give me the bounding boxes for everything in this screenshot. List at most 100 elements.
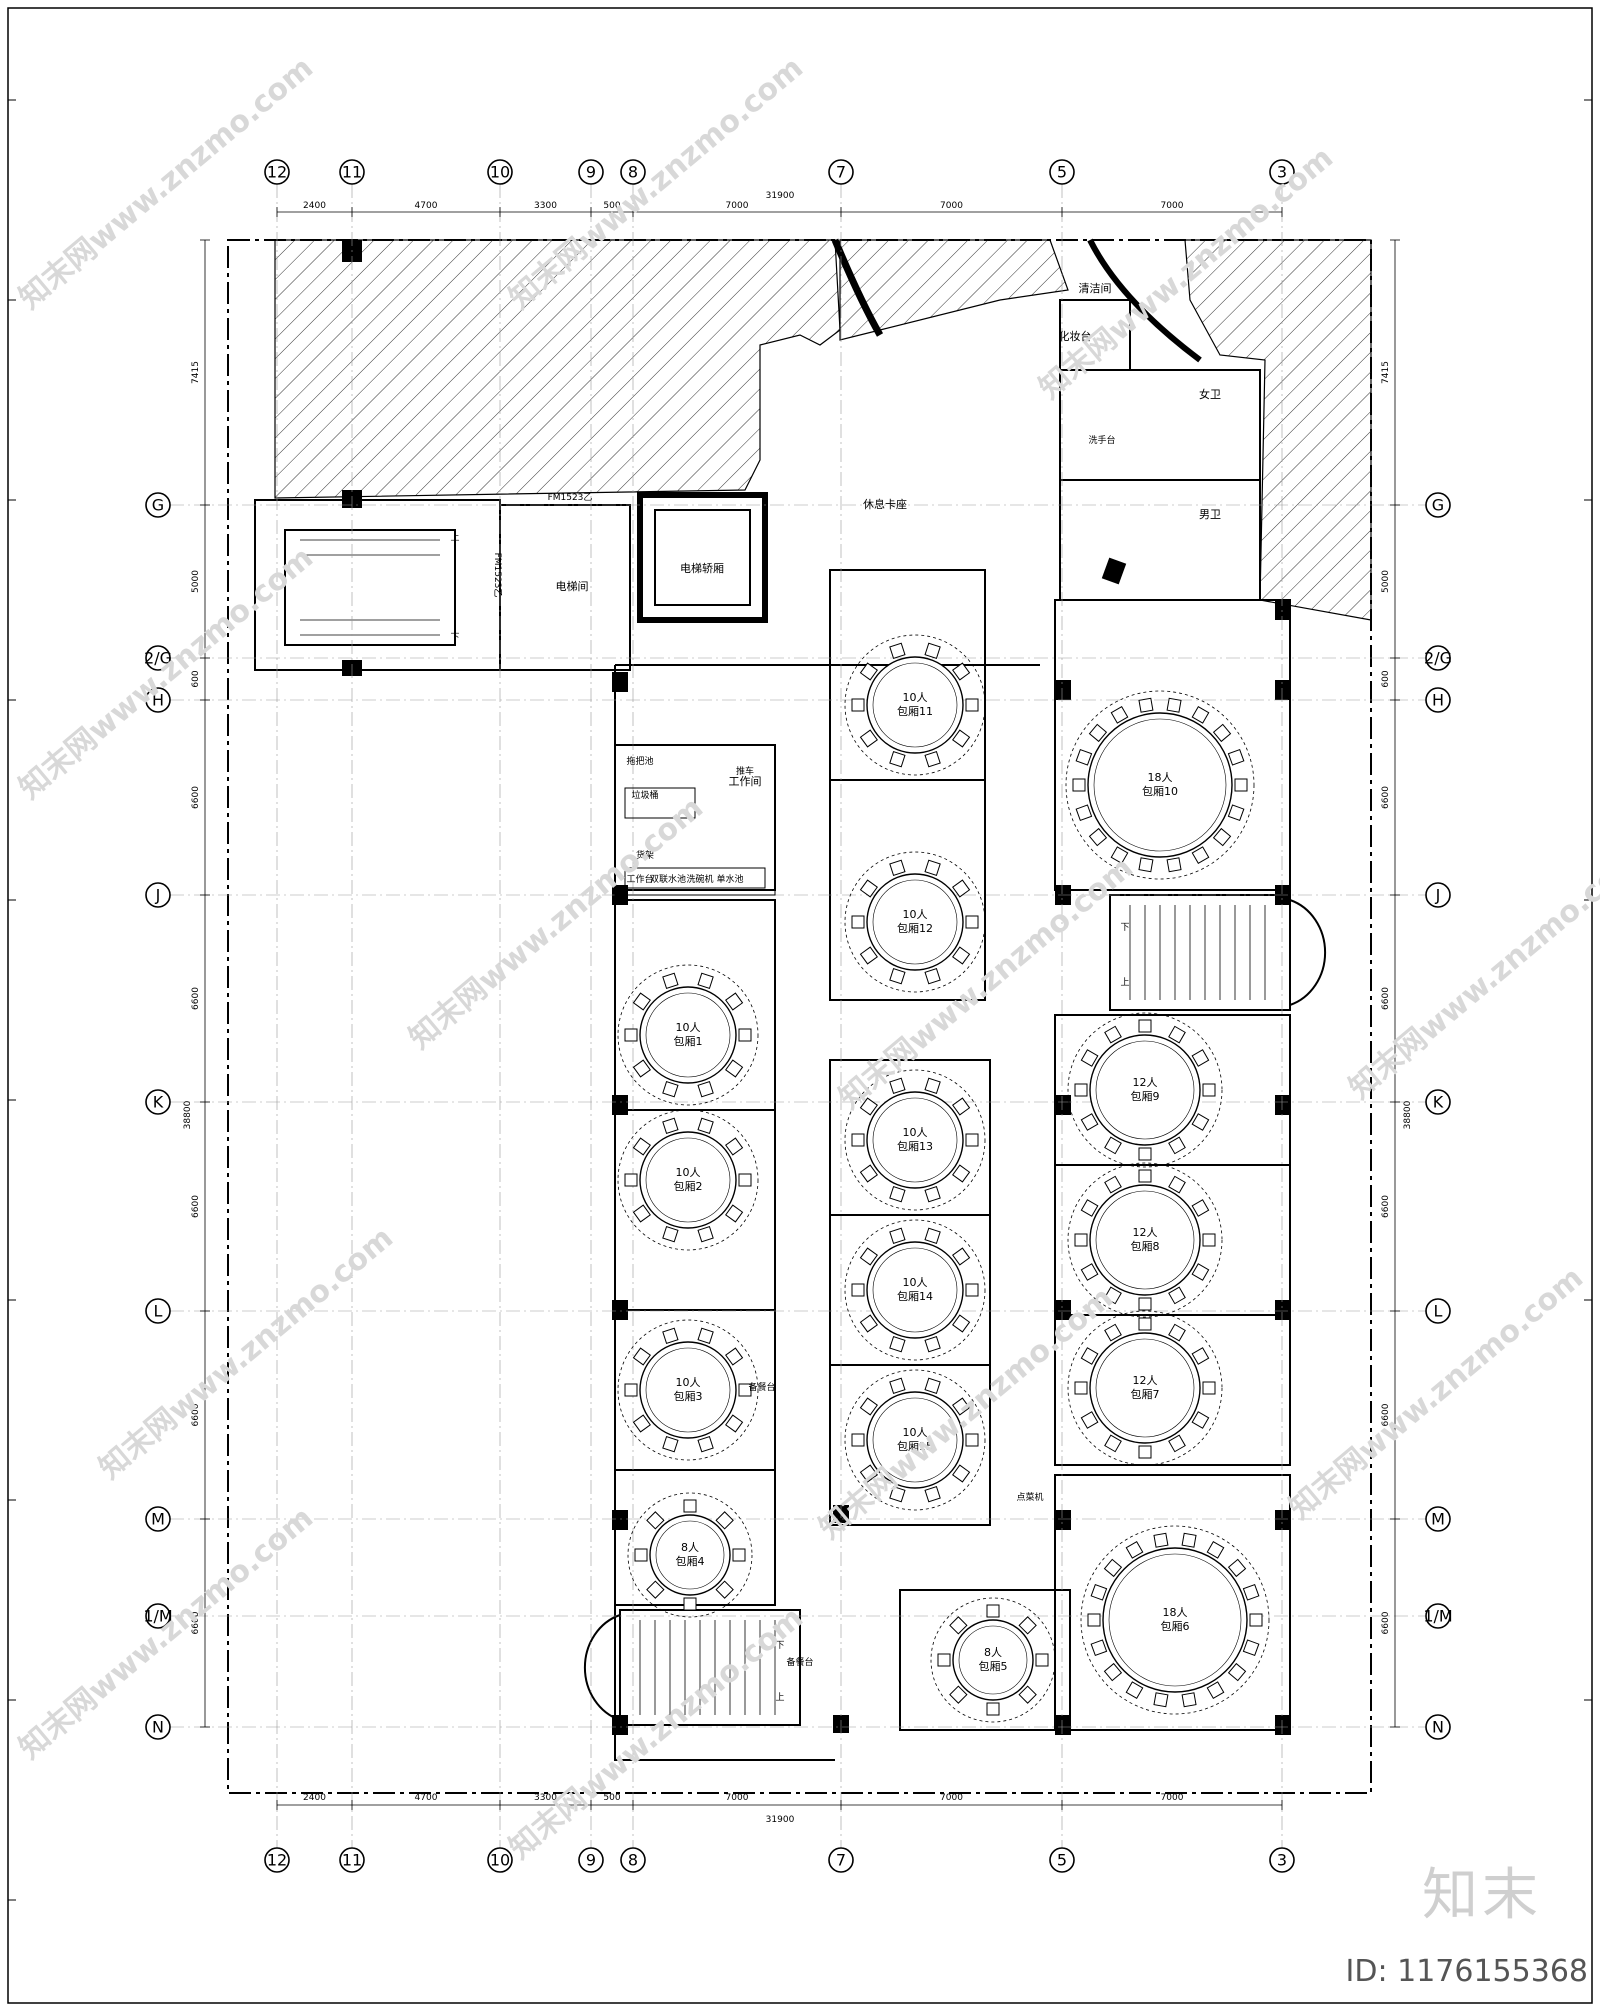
dim-value: 5000 xyxy=(1381,570,1391,593)
chair xyxy=(1090,1583,1108,1601)
round-table xyxy=(639,986,737,1084)
chair xyxy=(1181,1532,1197,1548)
chair xyxy=(924,1227,941,1244)
room-capacity-label: 12人 xyxy=(1133,1226,1158,1239)
dim-value: 6600 xyxy=(1381,786,1391,809)
dim-value: 6600 xyxy=(1381,1611,1391,1634)
chair xyxy=(949,1685,968,1704)
chair xyxy=(732,1548,746,1562)
room-capacity-label: 18人 xyxy=(1148,771,1173,784)
chair xyxy=(1153,1532,1169,1548)
axis-id-label: 1/M xyxy=(1423,1607,1452,1626)
round-table xyxy=(639,1341,737,1439)
chair xyxy=(889,751,906,768)
chair xyxy=(889,1186,906,1203)
axis-id-label: 3 xyxy=(1277,163,1287,182)
round-table xyxy=(1102,1547,1248,1693)
room-carpet-circle xyxy=(617,1319,759,1461)
room-carpet-circle xyxy=(1067,1310,1223,1466)
workroom-label: 工作间 xyxy=(729,775,762,788)
chair xyxy=(1104,1025,1122,1044)
column-axis-bubble: 10 xyxy=(487,1847,513,1873)
axis-id-label: H xyxy=(1432,691,1444,710)
row-axis-bubble: G xyxy=(145,492,171,518)
chair xyxy=(715,1580,734,1599)
dim-value: 6600 xyxy=(191,1195,201,1218)
axis-id-label: G xyxy=(152,496,164,515)
column-axis-bubble: 8 xyxy=(620,159,646,185)
chair xyxy=(1212,827,1232,847)
chair xyxy=(1191,1411,1210,1429)
column-axis-bubble: 12 xyxy=(264,159,290,185)
chair xyxy=(1227,748,1245,766)
workroom-item-label: 垃圾桶 xyxy=(631,789,658,801)
total-dim-bottom: 31900 xyxy=(766,1815,795,1825)
column-axis-bubble: 11 xyxy=(339,1847,365,1873)
axis-id-label: L xyxy=(154,1302,163,1321)
chair xyxy=(1075,804,1093,822)
round-table xyxy=(1089,1034,1201,1146)
column-axis-bubble: 5 xyxy=(1049,159,1075,185)
row-axis-bubble: H xyxy=(1425,687,1451,713)
axis-id-label: 5 xyxy=(1057,1851,1067,1870)
row-axis-bubble: 1/M xyxy=(143,1603,173,1629)
dim-value: 600 xyxy=(1381,670,1391,687)
chair xyxy=(697,972,714,989)
chair xyxy=(924,642,941,659)
chair xyxy=(1153,1692,1169,1708)
chair xyxy=(1242,1639,1260,1657)
axis-id-label: 11 xyxy=(342,163,362,182)
row-axis-bubble: 2/G xyxy=(144,645,172,671)
stair-up-label-1: 上 xyxy=(450,532,459,543)
room-name-label: 包厢15 xyxy=(897,1440,933,1453)
chair xyxy=(1249,1613,1263,1627)
room-carpet-circle xyxy=(844,1369,986,1511)
chair xyxy=(1227,804,1245,822)
room-capacity-label: 10人 xyxy=(903,1126,928,1139)
room-name-label: 包厢9 xyxy=(1131,1090,1160,1103)
watermark-12: 知末网www.znzmo.com xyxy=(503,1600,810,1866)
lazy-susan xyxy=(872,1397,958,1483)
column-axis-bubble: 5 xyxy=(1049,1847,1075,1873)
chair xyxy=(1191,1347,1210,1365)
room-name-label: 包厢2 xyxy=(674,1180,703,1193)
room-capacity-label: 10人 xyxy=(903,1276,928,1289)
chair xyxy=(1075,748,1093,766)
column-axis-bubble: 10 xyxy=(487,159,513,185)
dim-value: 3300 xyxy=(534,201,557,211)
chair xyxy=(634,1548,648,1562)
round-table xyxy=(866,1241,964,1339)
column-axis-bubble: 7 xyxy=(828,159,854,185)
axis-id-label: N xyxy=(1432,1718,1444,1737)
chair xyxy=(889,859,906,876)
row-axis-bubble: N xyxy=(1425,1714,1451,1740)
dim-value: 600 xyxy=(191,670,201,687)
room-name-label: 包厢3 xyxy=(674,1390,703,1403)
row-axis-bubble: G xyxy=(1425,492,1451,518)
room-name-label: 包厢10 xyxy=(1142,785,1178,798)
chair xyxy=(1202,1381,1216,1395)
workroom-fixtures: 工作台 双联水池 洗碗机 单水池 货架 垃圾桶 拖把池 推车 xyxy=(614,744,776,896)
lazy-susan xyxy=(645,1137,731,1223)
chair xyxy=(1090,1639,1108,1657)
chair xyxy=(1166,697,1182,713)
chair xyxy=(1080,1411,1099,1429)
chair xyxy=(952,946,971,965)
chair xyxy=(738,1028,752,1042)
column-axis-bubble: 7 xyxy=(828,1847,854,1873)
room-carpet-circle xyxy=(1067,1162,1223,1318)
dim-value: 7000 xyxy=(726,201,749,211)
round-table xyxy=(649,1514,731,1596)
row-axis-bubble: K xyxy=(145,1089,171,1115)
room-capacity-label: 10人 xyxy=(903,691,928,704)
chair xyxy=(965,1283,979,1297)
chair xyxy=(1202,1083,1216,1097)
axis-id-label: J xyxy=(1435,886,1441,905)
axis-id-label: 7 xyxy=(836,163,846,182)
